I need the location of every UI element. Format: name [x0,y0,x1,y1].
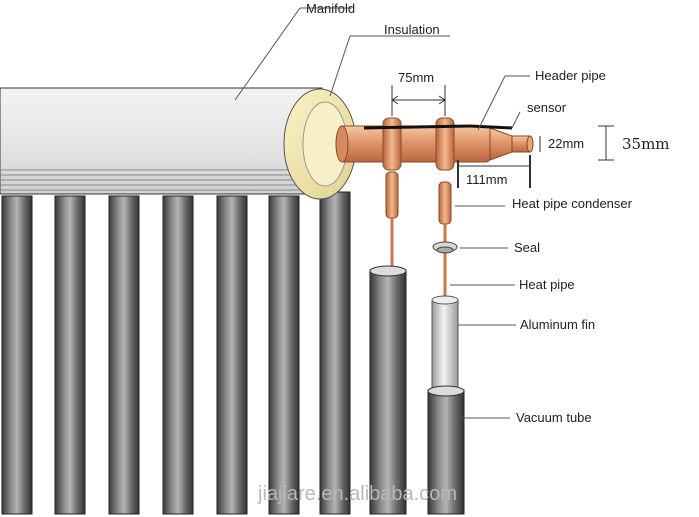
header-pipe [335,117,534,171]
dim-header-extension: 111mm [466,172,507,187]
leader-lines [234,7,530,419]
watermark: jiajiare.en.alibaba.com [257,483,457,505]
label-manifold: Manifold [306,1,355,16]
vacuum-tube [427,389,465,515]
dimension-lines [391,85,614,188]
heat-pipe-assembly-right [427,181,465,515]
label-aluminum-fin: Aluminum fin [520,317,595,332]
dim-header-diameter: 22mm [548,136,584,151]
dim-manifold-height: 35mm [622,135,670,153]
label-heat-pipe: Heat pipe [519,277,575,292]
manifold [0,87,357,200]
vacuum-tube-array [1,191,351,515]
label-vacuum-tube: Vacuum tube [516,410,592,425]
label-header-pipe: Header pipe [535,68,606,83]
label-seal: Seal [514,240,540,255]
dim-spacing: 75mm [398,70,434,85]
label-heat-pipe-condenser: Heat pipe condenser [512,196,633,211]
label-sensor: sensor [527,100,567,115]
heat-pipe-assembly-left [369,171,407,515]
label-insulation: Insulation [384,22,440,37]
aluminum-fin [431,299,459,401]
